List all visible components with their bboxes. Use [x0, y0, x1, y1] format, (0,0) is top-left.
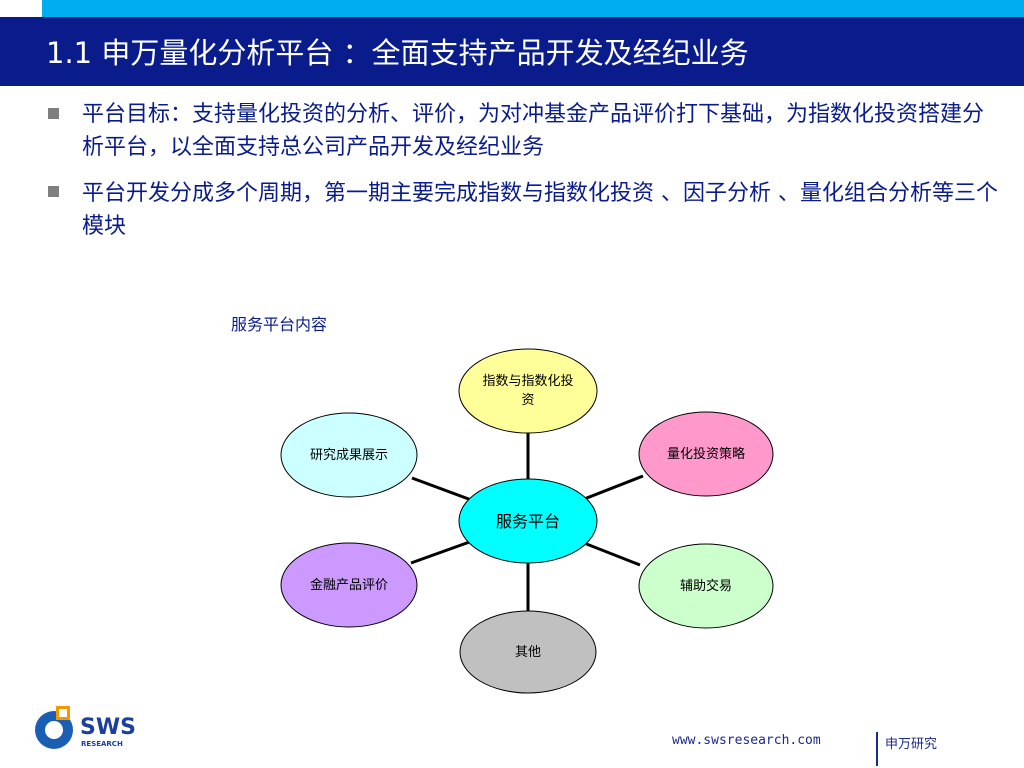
title-number: 1.1: [46, 36, 93, 70]
top-strip-left: [0, 0, 42, 17]
node-label: 金融产品评价: [309, 577, 388, 593]
title-sub: 产品开发及经纪业务: [487, 36, 749, 70]
node-trading-assist: [638, 543, 774, 629]
slide-title: 1.1 申万量化分析平台 ：全面支持产品开发及经纪业务: [46, 33, 749, 73]
node-label: 其他: [514, 644, 541, 660]
logo-text: SWS: [80, 715, 136, 740]
title-band: [0, 17, 1024, 86]
top-accent-strip: [42, 0, 1024, 17]
footer-divider: [876, 732, 878, 766]
footer-url[interactable]: www.swsresearch.com: [672, 733, 821, 748]
node-label: 指数与指数化投资: [482, 374, 574, 408]
footer-brand: 申万研究: [885, 737, 938, 752]
bullet-icon: [48, 186, 59, 197]
node-product-eval: [280, 542, 418, 628]
node-label: 研究成果展示: [309, 447, 388, 463]
diagram-caption: 服务平台内容: [231, 315, 328, 334]
node-index-investment: [458, 348, 598, 434]
title-main: 申万量化分析平台 ：全面支持: [101, 36, 488, 70]
node-quant-strategy: [638, 411, 774, 497]
bullet-icon: [48, 108, 59, 119]
node-center: [458, 478, 598, 564]
bullet-text: 平台目标：支持量化投资的分析、评价，为对冲基金产品评价打下基础，为指数化投资搭建…: [82, 102, 985, 160]
node-other: [459, 610, 597, 694]
center-node-label: 服务平台: [495, 511, 560, 531]
sws-logo: SWS RESEARCH: [35, 706, 136, 749]
node-label: 量化投资策略: [666, 446, 745, 462]
node-research-display: [280, 412, 418, 498]
node-label: 辅助交易: [679, 578, 732, 594]
bullet-text: 平台开发分成多个周期，第一期主要完成指数与指数化投资 、因子分析 、量化组合分析…: [82, 181, 998, 239]
logo-subtext: RESEARCH: [81, 740, 123, 748]
